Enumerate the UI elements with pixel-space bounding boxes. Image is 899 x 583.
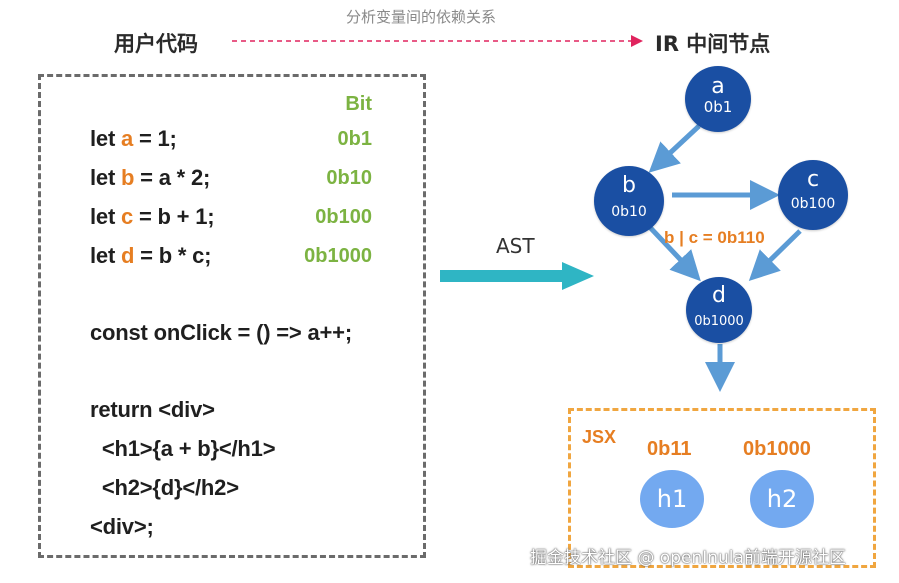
ast-arrow-head (562, 262, 594, 290)
ir-node-a-bits: 0b1 (703, 98, 733, 116)
jsx-node-h2: h2 (750, 470, 814, 528)
ir-label: IR 中间节点 (655, 32, 771, 56)
bit-header: Bit (345, 93, 372, 115)
jsx-h1-bits: 0b11 (647, 438, 692, 460)
watermark: 掘金技术社区 @ openInula前端开源社区 (530, 548, 846, 568)
code-line-return: return <div> (90, 397, 215, 422)
code-line-h1: <h1>{a + b}</h1> (90, 436, 276, 461)
ir-node-d-bits: 0b1000 (694, 314, 744, 329)
code-line-h2: <h2>{d}</h2> (90, 475, 239, 500)
ast-arrow-shaft (440, 270, 564, 282)
bits-b: 0b10 (326, 167, 372, 189)
bits-a: 0b1 (337, 128, 372, 150)
code-line-c: let c = b + 1; (90, 204, 215, 229)
ir-node-d: d 0b1000 (686, 277, 752, 343)
jsx-h2-bits: 0b1000 (743, 438, 811, 460)
code-line-onclick: const onClick = () => a++; (90, 320, 352, 345)
edge-c-to-d (748, 229, 802, 281)
code-line-close: <div>; (90, 514, 154, 539)
dependency-caption: 分析变量间的依赖关系 (346, 8, 497, 26)
edge-b-to-d (642, 219, 701, 282)
ir-node-d-name: d (712, 283, 726, 308)
ir-node-c-bits: 0b100 (790, 196, 836, 212)
ir-node-a: a 0b1 (685, 66, 751, 132)
ir-node-b: b 0b10 (594, 166, 664, 236)
code-line-d: let d = b * c; (90, 243, 212, 268)
user-code-label: 用户代码 (114, 32, 198, 56)
ir-node-c-name: c (806, 167, 820, 192)
edge-a-to-b (648, 124, 701, 173)
user-code-box (38, 74, 426, 558)
bits-c: 0b100 (315, 206, 372, 228)
jsx-node-h1: h1 (640, 470, 704, 528)
jsx-title: JSX (582, 427, 617, 447)
ir-node-c: c 0b100 (778, 160, 848, 230)
ir-node-a-name: a (711, 74, 725, 99)
ir-node-b-bits: 0b10 (611, 204, 647, 220)
code-line-b: let b = a * 2; (90, 165, 211, 190)
ir-node-b-name: b (622, 173, 636, 198)
ast-label: AST (496, 234, 535, 258)
code-line-a: let a = 1; (90, 126, 177, 151)
bits-d: 0b1000 (304, 245, 372, 267)
bc-union-label: b | c = 0b110 (664, 228, 765, 247)
jsx-box (568, 408, 876, 568)
